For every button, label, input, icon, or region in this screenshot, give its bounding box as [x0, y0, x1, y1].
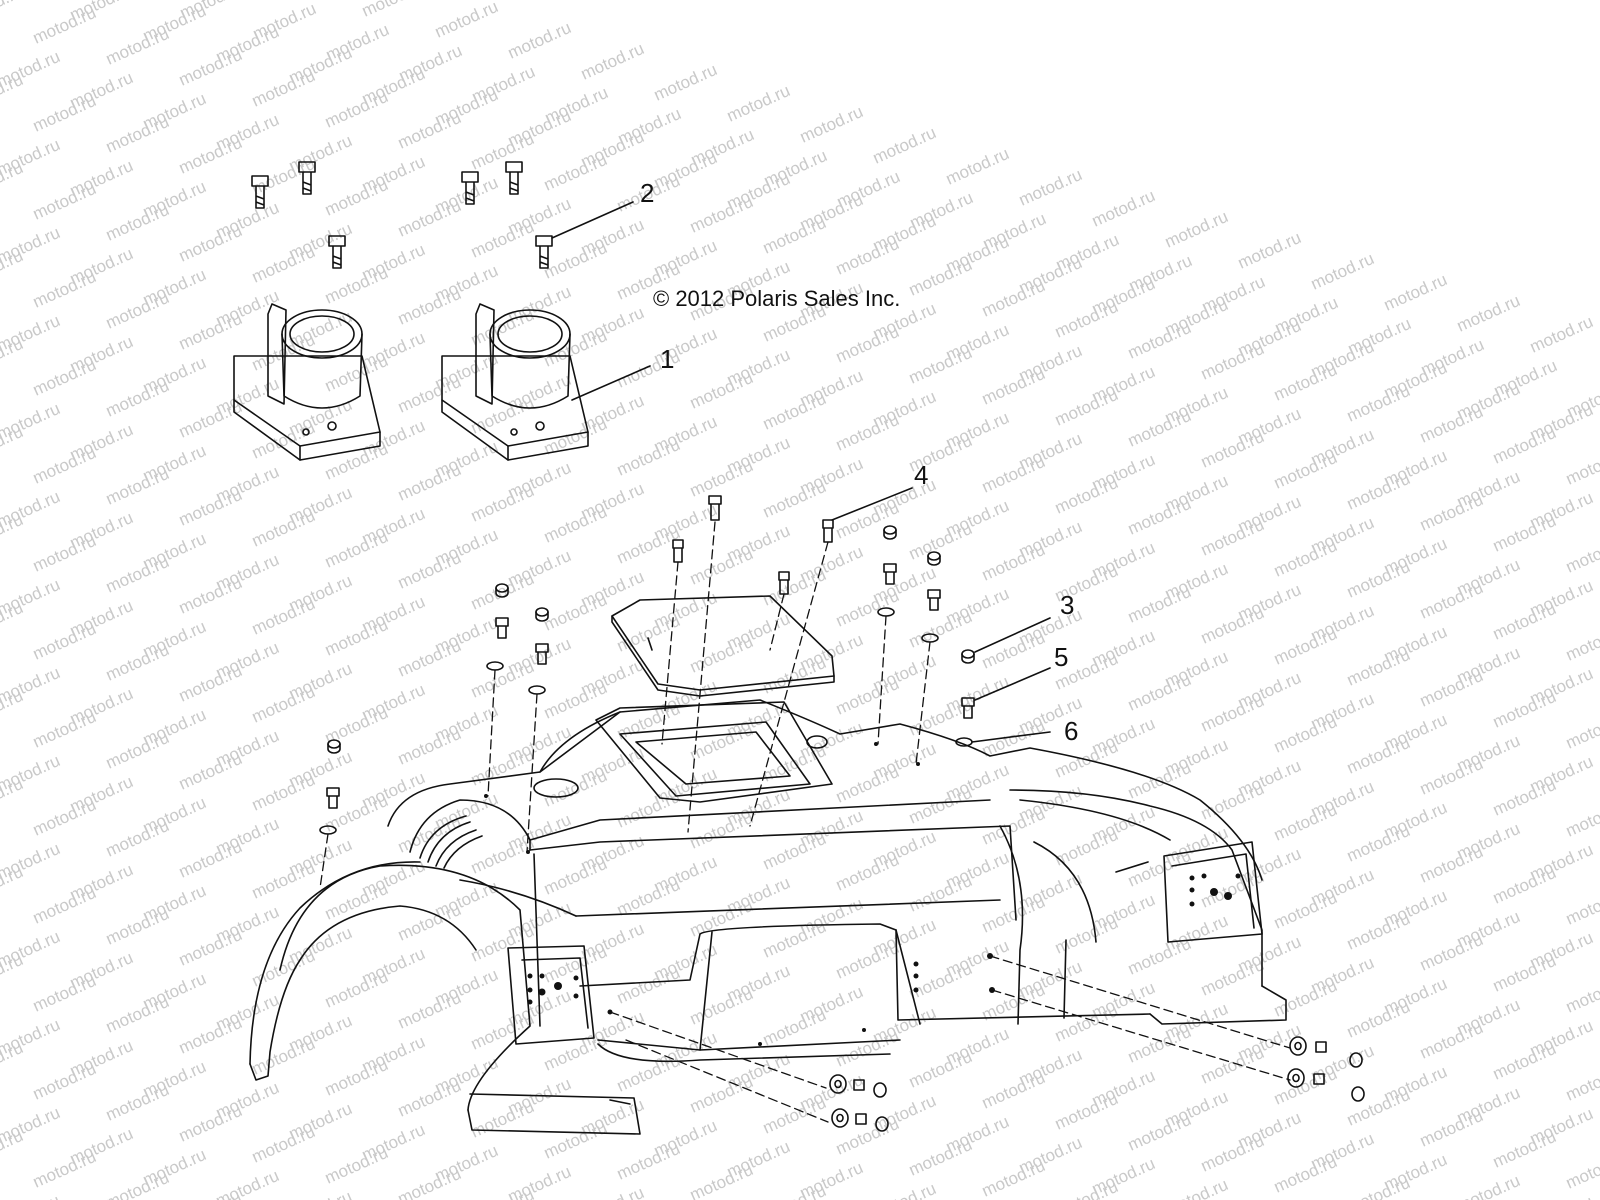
- callout-3: 3: [1060, 590, 1075, 620]
- mount-bracket-right: [441, 303, 589, 461]
- leader-line-3: [974, 617, 1051, 653]
- leader-line-4: [831, 487, 913, 521]
- leader-line-2: [551, 201, 634, 239]
- access-cover-panel: [611, 595, 835, 697]
- copyright-notice: © 2012 Polaris Sales Inc.: [653, 286, 901, 311]
- callout-6: 6: [1064, 716, 1079, 746]
- fasteners-top: [672, 495, 834, 595]
- bolt-part-2: [251, 161, 553, 269]
- lower-fasteners: [829, 1036, 1365, 1132]
- leader-line-6: [971, 731, 1051, 743]
- callout-2: 2: [640, 178, 655, 208]
- rear-fender-body: [249, 699, 1287, 1135]
- callout-1: 1: [660, 344, 675, 374]
- body-holes: [484, 742, 1241, 1046]
- fastener-stacks: [319, 525, 975, 835]
- mount-bracket-left: [233, 303, 381, 461]
- callout-5: 5: [1054, 642, 1069, 672]
- leader-line-1: [571, 365, 651, 401]
- callout-4: 4: [914, 460, 929, 490]
- leader-line-5: [974, 667, 1051, 701]
- assembly-lines: [319, 521, 1291, 1123]
